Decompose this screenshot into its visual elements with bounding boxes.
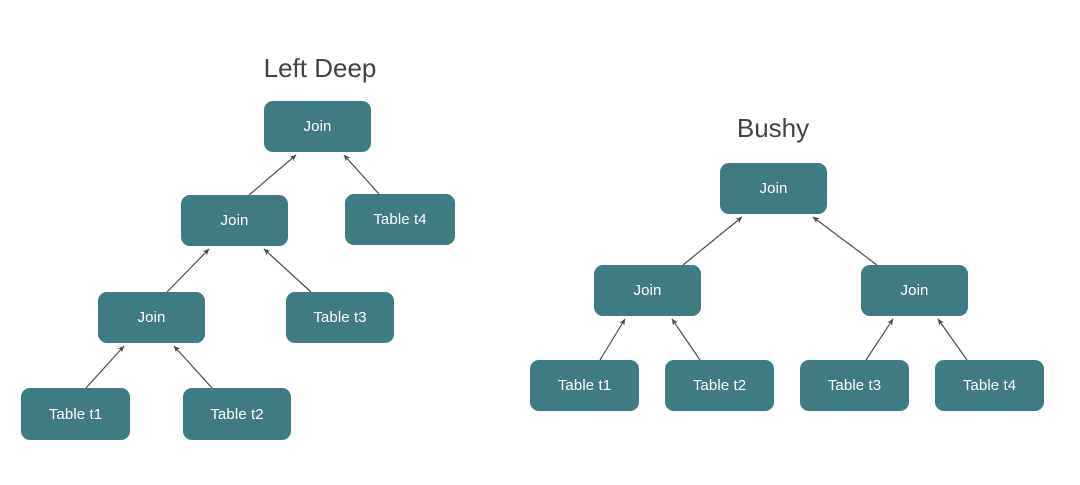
edge-ld-table-t1-to-ld-join-3 <box>85 345 125 389</box>
node-label-ld-table-t1: Table t1 <box>48 405 103 423</box>
node-ld-join-3[interactable]: Join <box>98 292 205 343</box>
node-ld-table-t3[interactable]: Table t3 <box>286 292 394 343</box>
node-label-b-table-t4: Table t4 <box>962 377 1017 394</box>
node-ld-table-t1[interactable]: Table t1 <box>21 388 130 440</box>
node-label-b-table-t1: Table t1 <box>557 377 612 394</box>
node-label-ld-table-t2: Table t2 <box>210 405 264 423</box>
node-ld-table-t2[interactable]: Table t2 <box>183 388 291 440</box>
edge-b-join-right-to-b-join-root <box>812 216 878 266</box>
node-b-join-root[interactable]: Join <box>720 163 827 214</box>
edge-b-join-left-to-b-join-root <box>682 216 743 266</box>
edge-b-table-t1-to-b-join-left <box>599 318 626 361</box>
node-ld-table-t4[interactable]: Table t4 <box>345 194 455 245</box>
node-label-b-join-left: Join <box>633 282 662 299</box>
node-label-ld-table-t4: Table t4 <box>373 211 427 228</box>
node-label-ld-join-3: Join <box>137 309 166 326</box>
edge-b-table-t4-to-b-join-right <box>937 318 968 361</box>
node-label-b-table-t2: Table t2 <box>692 377 747 394</box>
edge-ld-table-t2-to-ld-join-3 <box>173 345 213 389</box>
edge-b-table-t2-to-b-join-left <box>671 318 701 361</box>
node-b-table-t4[interactable]: Table t4 <box>935 360 1044 411</box>
edge-ld-join-3-to-ld-join-2 <box>166 248 210 293</box>
node-label-b-join-right: Join <box>900 282 929 299</box>
edge-group <box>85 154 968 389</box>
node-label-b-table-t3: Table t3 <box>827 377 882 394</box>
node-b-join-left[interactable]: Join <box>594 265 701 316</box>
node-ld-join-2[interactable]: Join <box>181 195 288 246</box>
node-label-b-join-root: Join <box>759 180 788 197</box>
node-b-join-right[interactable]: Join <box>861 265 968 316</box>
node-label-ld-join-2: Join <box>220 212 249 229</box>
node-ld-join-root[interactable]: Join <box>264 101 371 152</box>
node-label-ld-join-root: Join <box>303 118 332 135</box>
edge-ld-join-2-to-ld-join-root <box>248 154 297 196</box>
node-b-table-t2[interactable]: Table t2 <box>665 360 774 411</box>
tree-title-left-deep: Left Deep <box>263 53 377 83</box>
edge-b-table-t3-to-b-join-right <box>865 318 894 361</box>
node-b-table-t3[interactable]: Table t3 <box>800 360 909 411</box>
edge-ld-table-t4-to-ld-join-root <box>343 154 380 195</box>
edge-ld-table-t3-to-ld-join-2 <box>263 248 312 293</box>
node-b-table-t1[interactable]: Table t1 <box>530 360 639 411</box>
node-label-ld-table-t3: Table t3 <box>313 309 367 326</box>
tree-title-bushy: Bushy <box>736 113 810 143</box>
